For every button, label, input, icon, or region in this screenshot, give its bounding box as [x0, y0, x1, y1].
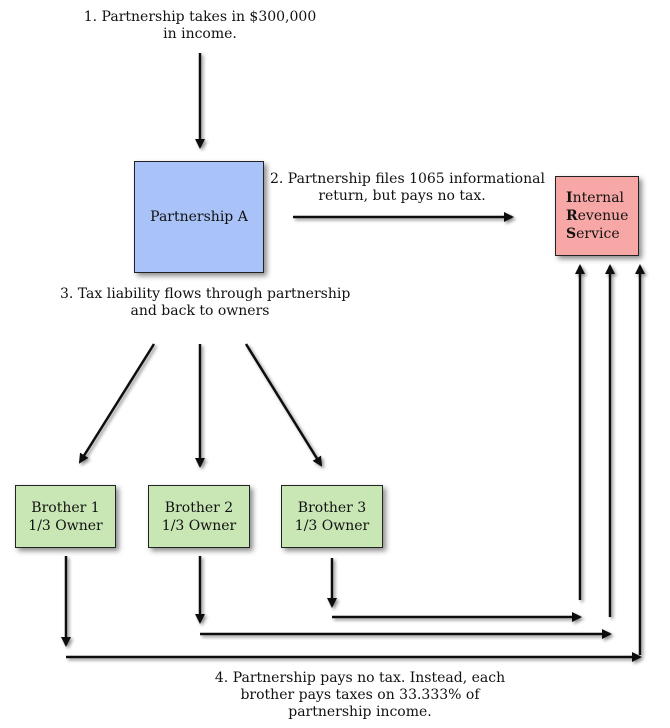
step-3-line-2: and back to owners	[130, 303, 270, 319]
irs-line-internal: Internal	[566, 190, 625, 206]
brother-2-box: Brother 2 1/3 Owner	[148, 485, 250, 548]
step-4-line-2: brother pays taxes on 33.333% of	[240, 687, 480, 703]
arrow-to-brother-3	[244, 343, 323, 467]
irs-line-service: Service	[566, 226, 620, 242]
partnership-a-label: Partnership A	[150, 209, 248, 225]
step-4-line-1: 4. Partnership pays no tax. Instead, eac…	[214, 670, 506, 686]
brother-1-box: Brother 1 1/3 Owner	[15, 485, 116, 548]
brother-3-name: Brother 3	[297, 499, 367, 516]
arrow-to-brother-1	[78, 343, 156, 464]
step-2-label: 2. Partnership files 1065 informational …	[270, 171, 545, 205]
partnership-a-box: Partnership A	[134, 161, 264, 273]
step-2-line-2: return, but pays no tax.	[318, 188, 486, 204]
step-4-label: 4. Partnership pays no tax. Instead, eac…	[210, 670, 510, 721]
brother-1-share: 1/3 Owner	[28, 517, 103, 534]
step-3-line-1: 3. Tax liability flows through partnersh…	[60, 286, 351, 302]
step-1-line-1: 1. Partnership takes in $300,000	[83, 9, 317, 25]
step-1-line-2: in income.	[163, 26, 237, 42]
brother-1-name: Brother 1	[31, 499, 100, 516]
step-2-line-1: 2. Partnership files 1065 informational	[270, 171, 545, 187]
step-3-label: 3. Tax liability flows through partnersh…	[60, 286, 351, 320]
irs-line-revenue: Revenue	[566, 208, 629, 224]
step-4-line-3: partnership income.	[288, 704, 432, 720]
irs-box: Internal Revenue Service	[555, 176, 639, 256]
step-1-label: 1. Partnership takes in $300,000 in inco…	[80, 9, 320, 43]
brother-2-name: Brother 2	[164, 499, 234, 516]
brother-3-share: 1/3 Owner	[294, 517, 370, 534]
brother-2-share: 1/3 Owner	[161, 517, 237, 534]
brother-3-box: Brother 3 1/3 Owner	[281, 485, 383, 548]
